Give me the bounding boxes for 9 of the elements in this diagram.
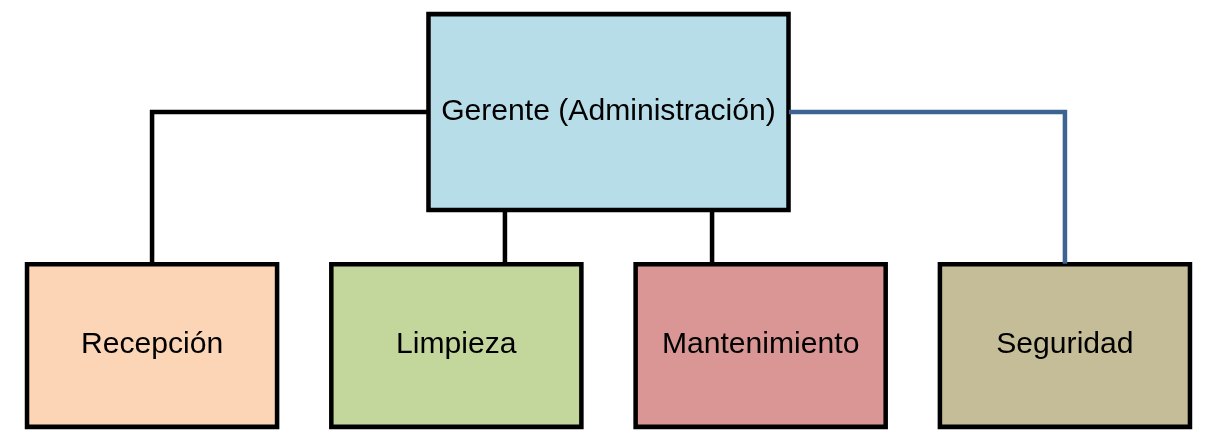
node-box: Recepción [24,261,280,430]
connector [502,210,508,264]
connector [149,109,429,264]
node-box: Gerente (Administración) [426,11,791,213]
node-box: Seguridad [937,261,1193,430]
node-box: Mantenimiento [633,261,888,430]
connector [709,210,715,264]
node-box: Limpieza [329,261,584,430]
connector [788,109,1068,264]
